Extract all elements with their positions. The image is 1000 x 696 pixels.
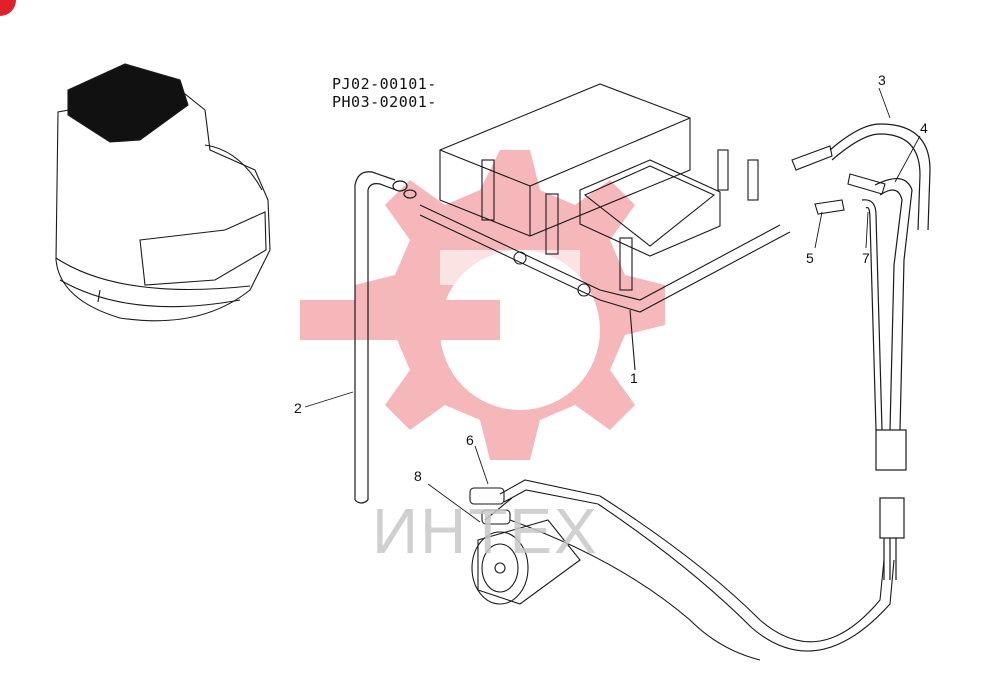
ac-pipe-lines — [829, 123, 931, 580]
air-conditioner-unit — [419, 83, 791, 371]
callout-7: 7 — [862, 250, 870, 266]
serial-number-range-1: PJ02-00101- — [332, 75, 437, 93]
callout-5: 5 — [806, 250, 814, 266]
callout-8: 8 — [414, 468, 422, 484]
compressor-hoses — [499, 479, 895, 661]
callout-1: 1 — [630, 370, 638, 386]
watermark-text: ИНТЕХ — [372, 495, 599, 567]
machine-cab-thumbnail — [55, 63, 271, 322]
callout-2: 2 — [294, 400, 302, 416]
pipe-fittings — [791, 145, 886, 215]
callout-3: 3 — [878, 72, 886, 88]
serial-number-range-2: PH03-02001- — [332, 93, 437, 111]
compressor — [469, 487, 581, 605]
cab-roof — [67, 63, 189, 143]
callout-4: 4 — [920, 120, 928, 136]
drain-hose — [354, 171, 417, 504]
leader-lines — [304, 87, 921, 523]
corner-badge — [0, 0, 16, 16]
callout-6: 6 — [466, 432, 474, 448]
